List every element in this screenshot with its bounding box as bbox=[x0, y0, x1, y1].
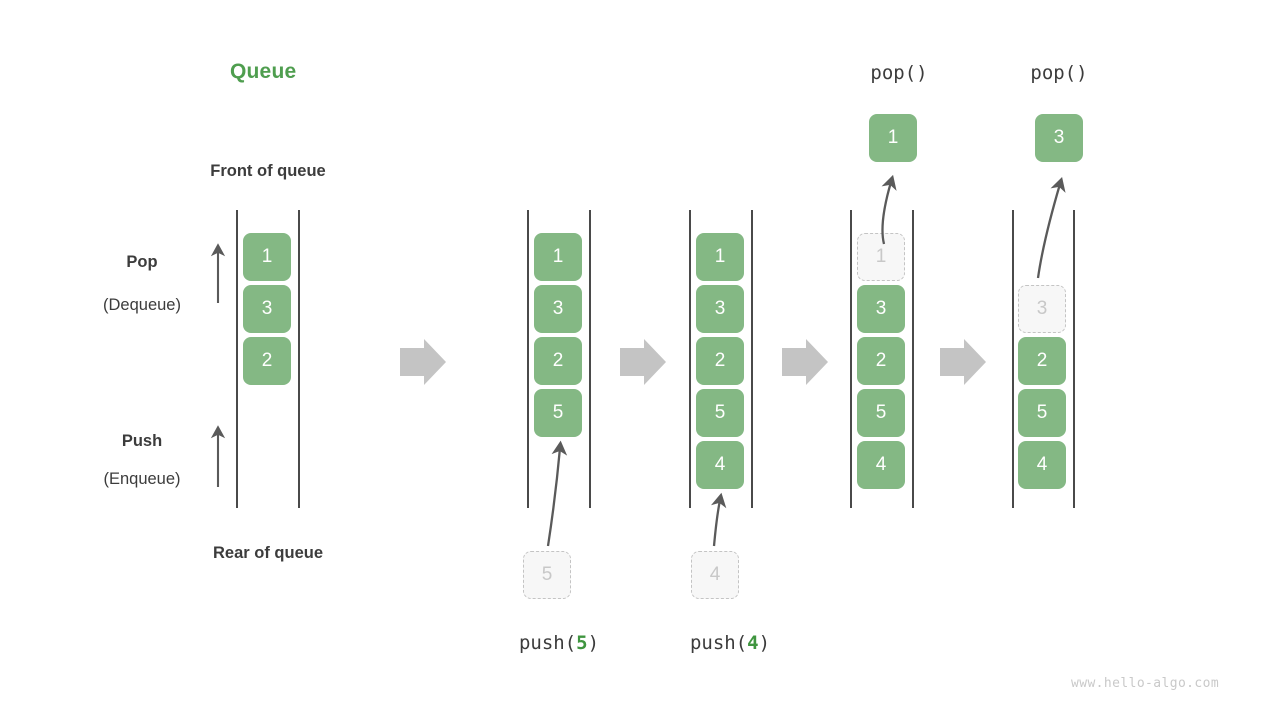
queue-cell: 5 bbox=[1018, 389, 1066, 437]
queue-cell: 5 bbox=[534, 389, 582, 437]
queue-cell: 3 bbox=[857, 285, 905, 333]
queue-rail-left-5 bbox=[1012, 210, 1014, 508]
popped-ghost-cell: 3 bbox=[1018, 285, 1066, 333]
queue-cell: 2 bbox=[534, 337, 582, 385]
pop-result-cell: 3 bbox=[1035, 114, 1083, 162]
queue-cell: 1 bbox=[243, 233, 291, 281]
push-5-arrow bbox=[546, 440, 568, 547]
flow-arrow bbox=[400, 339, 446, 385]
front-of-queue-label: Front of queue bbox=[210, 162, 326, 180]
rear-of-queue-label: Rear of queue bbox=[212, 544, 324, 562]
pop-result-cell: 1 bbox=[869, 114, 917, 162]
popped-ghost-cell: 1 bbox=[857, 233, 905, 281]
queue-rail-left-1 bbox=[236, 210, 238, 508]
queue-cell: 3 bbox=[696, 285, 744, 333]
queue-cell: 3 bbox=[534, 285, 582, 333]
queue-cell: 3 bbox=[243, 285, 291, 333]
queue-cell: 2 bbox=[1018, 337, 1066, 385]
pending-push-cell: 5 bbox=[523, 551, 571, 599]
flow-arrow bbox=[940, 339, 986, 385]
operation-label-pop-3: pop() bbox=[1030, 62, 1088, 84]
queue-rail-right-5 bbox=[1073, 210, 1075, 508]
watermark: www.hello-algo.com bbox=[1071, 676, 1220, 691]
queue-rail-right-1 bbox=[298, 210, 300, 508]
op-prefix: push( bbox=[689, 632, 748, 654]
pop-label: Pop bbox=[126, 253, 158, 271]
queue-rail-left-4 bbox=[850, 210, 852, 508]
flow-arrow bbox=[782, 339, 828, 385]
queue-cell: 2 bbox=[696, 337, 744, 385]
operation-label-push-4: push(4) bbox=[630, 632, 830, 654]
queue-cell: 1 bbox=[534, 233, 582, 281]
queue-rail-left-3 bbox=[689, 210, 691, 508]
queue-cell: 4 bbox=[1018, 441, 1066, 489]
push-label: Push bbox=[121, 432, 163, 450]
pop-sublabel: (Dequeue) bbox=[103, 296, 181, 314]
pending-push-cell: 4 bbox=[691, 551, 739, 599]
queue-rail-left-2 bbox=[527, 210, 529, 508]
op-prefix: push( bbox=[518, 632, 577, 654]
flow-arrow bbox=[620, 339, 666, 385]
queue-rail-right-4 bbox=[912, 210, 914, 508]
operation-label-pop-1: pop() bbox=[870, 62, 928, 84]
push-sublabel: (Enqueue) bbox=[103, 470, 181, 488]
queue-cell: 2 bbox=[857, 337, 905, 385]
queue-cell: 4 bbox=[857, 441, 905, 489]
queue-cell: 5 bbox=[696, 389, 744, 437]
queue-cell: 4 bbox=[696, 441, 744, 489]
queue-cell: 2 bbox=[243, 337, 291, 385]
operation-label-push-5: push(5) bbox=[459, 632, 659, 654]
queue-rail-right-2 bbox=[589, 210, 591, 508]
op-arg: 5 bbox=[576, 632, 588, 654]
op-suffix: ) bbox=[587, 632, 600, 654]
push-4-arrow bbox=[710, 492, 727, 547]
queue-cell: 5 bbox=[857, 389, 905, 437]
queue-rail-right-3 bbox=[751, 210, 753, 508]
queue-cell: 1 bbox=[696, 233, 744, 281]
op-arg: 4 bbox=[747, 632, 759, 654]
op-suffix: ) bbox=[758, 632, 771, 654]
pop-3-arrow bbox=[1036, 176, 1066, 279]
diagram-title: Queue bbox=[230, 60, 297, 83]
